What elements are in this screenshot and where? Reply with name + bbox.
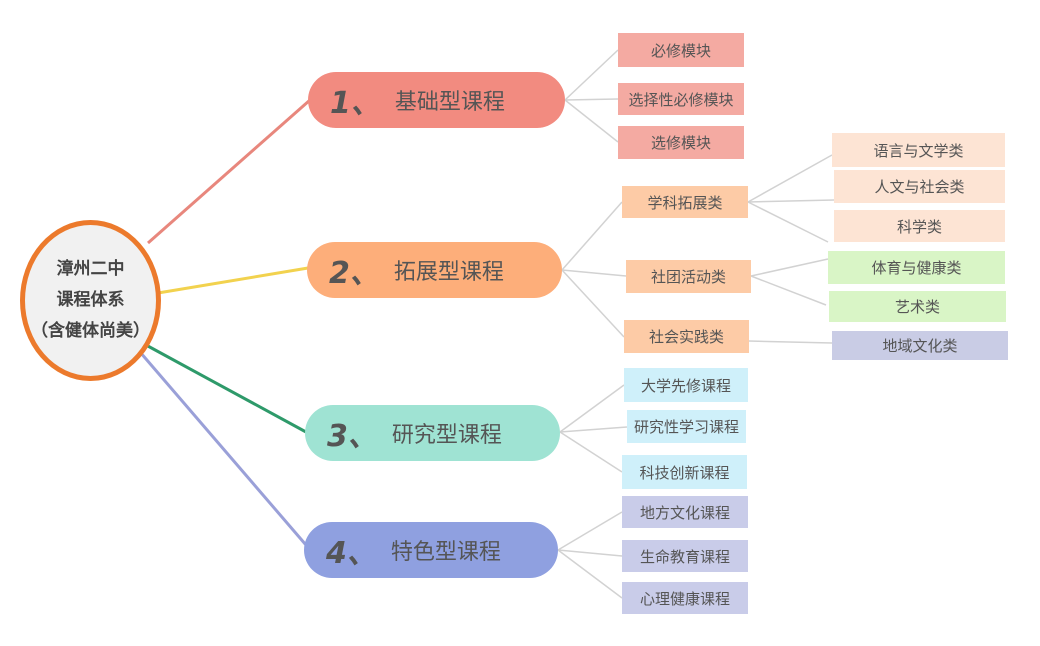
connector-4 <box>138 351 308 546</box>
branch-extension: 2、拓展型课程 <box>307 242 562 298</box>
branch-number: 2、 <box>329 256 380 291</box>
branch-label: 特色型课程 <box>390 540 501 565</box>
branch-research: 3、研究型课程 <box>305 405 560 461</box>
subleaf-node: 地域文化类 <box>832 331 1008 360</box>
branch-number: 4、 <box>326 536 377 571</box>
leaf-node: 大学先修课程 <box>624 368 748 402</box>
subleaf-node: 人文与社会类 <box>834 170 1005 203</box>
root-line: 课程体系 <box>56 290 125 310</box>
root-line: （含健体尚美） <box>31 321 150 341</box>
branch-number: 1、 <box>330 86 381 121</box>
subleaf-node: 体育与健康类 <box>828 251 1005 284</box>
root-node: 漳州二中 课程体系 （含健体尚美） <box>20 220 161 381</box>
subleaf-node: 艺术类 <box>829 291 1006 322</box>
connector-1 <box>147 98 311 245</box>
leaf-node: 地方文化课程 <box>622 496 748 528</box>
leaf-node: 选修模块 <box>618 126 744 159</box>
subleaf-node: 语言与文学类 <box>832 133 1005 167</box>
leaf-node: 科技创新课程 <box>622 455 747 489</box>
leaf-node: 心理健康课程 <box>622 582 748 614</box>
branch-number: 3、 <box>327 419 378 454</box>
leaf-node: 学科拓展类 <box>622 186 748 218</box>
leaf-node: 生命教育课程 <box>622 540 748 572</box>
leaf-node: 必修模块 <box>618 33 744 67</box>
branch-basic: 1、基础型课程 <box>308 72 565 128</box>
leaf-node: 研究性学习课程 <box>627 410 746 443</box>
leaf-node: 社会实践类 <box>624 320 749 353</box>
connector-3 <box>145 343 307 434</box>
leaf-node: 选择性必修模块 <box>618 83 744 115</box>
connector-2 <box>157 266 309 295</box>
leaf-node: 社团活动类 <box>626 260 751 293</box>
branch-featured: 4、特色型课程 <box>304 522 558 578</box>
branch-label: 拓展型课程 <box>393 260 504 285</box>
branch-label: 研究型课程 <box>391 423 502 448</box>
root-line: 漳州二中 <box>56 259 125 279</box>
subleaf-node: 科学类 <box>834 210 1005 242</box>
branch-label: 基础型课程 <box>394 90 505 115</box>
